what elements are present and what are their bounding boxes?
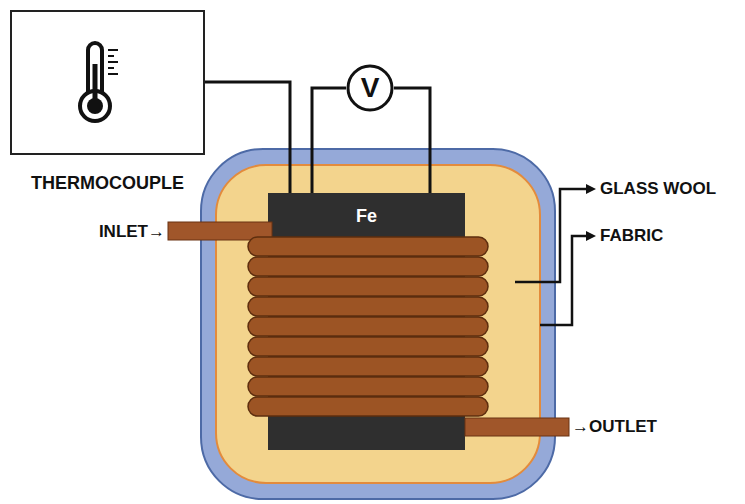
device-label: THERMOCOUPLE bbox=[10, 172, 205, 194]
outlet-pipe bbox=[465, 418, 569, 436]
signal-wire bbox=[394, 88, 430, 193]
part-label: FABRIC bbox=[600, 226, 663, 246]
material-label: Fe bbox=[268, 205, 465, 227]
meter-symbol: V bbox=[346, 64, 394, 112]
part-label: →OUTLET bbox=[572, 417, 657, 437]
signal-wire bbox=[312, 88, 346, 193]
fabric-layer bbox=[201, 149, 555, 499]
signal-wire bbox=[205, 82, 290, 193]
iron-core-box: Fe bbox=[268, 193, 465, 450]
part-label: GLASS WOOL bbox=[600, 179, 716, 199]
voltmeter-circle: V bbox=[346, 64, 394, 112]
part-label: INLET→ bbox=[99, 222, 165, 242]
copper-coil bbox=[248, 237, 488, 416]
thermometer-icon bbox=[80, 43, 118, 121]
leader-arrowheads bbox=[586, 184, 596, 241]
thermocouple-box: THERMOCOUPLE bbox=[10, 10, 205, 195]
thermocouple-frame bbox=[10, 10, 205, 155]
leader-lines bbox=[515, 189, 588, 325]
